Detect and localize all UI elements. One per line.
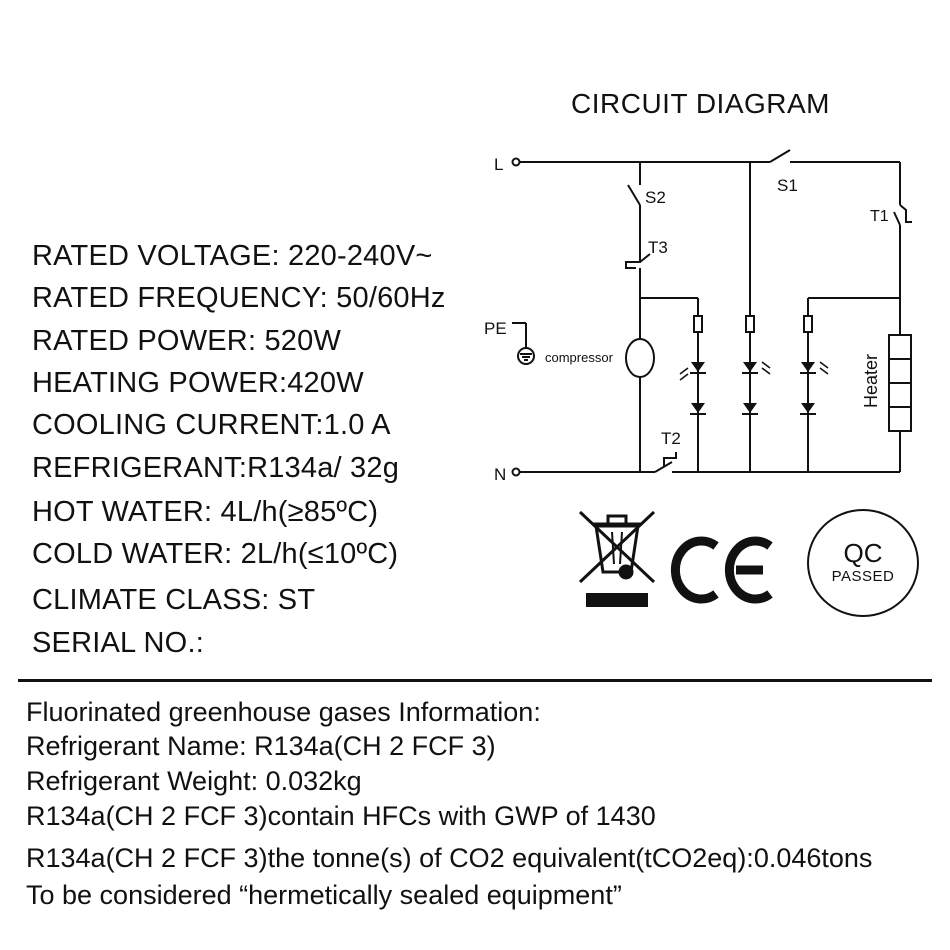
spec-rated-voltage: RATED VOLTAGE: 220-240V~ [32, 240, 433, 272]
led-1-light-arrow [679, 367, 689, 375]
led-3b-symbol [801, 403, 815, 413]
led-3a-symbol [801, 362, 815, 372]
t2-thermostat-symbol [663, 452, 677, 466]
circuit-diagram: L N PE S1 S2 T1 T2 T3 compressor Heater [484, 149, 912, 484]
t3-label: T3 [648, 238, 668, 257]
led-3-light-arrow [819, 361, 829, 369]
led-2b-symbol [743, 403, 757, 413]
t3-contact [639, 253, 651, 263]
led-1b-symbol [691, 403, 705, 413]
earth-label: PE [484, 319, 507, 338]
t2-label: T2 [661, 429, 681, 448]
crossed-out-wheelie-bin-icon [578, 510, 656, 607]
spec-refrigerant: REFRIGERANT:R134a/ 32g [32, 452, 400, 484]
spec-climate-class: CLIMATE CLASS: ST [32, 584, 316, 616]
spec-cooling-current: COOLING CURRENT:1.0 A [32, 409, 391, 441]
s1-label: S1 [777, 176, 798, 195]
spec-rated-frequency: RATED FREQUENCY: 50/60Hz [32, 282, 446, 314]
spec-hot-water: HOT WATER: 4L/h(≥85ºC) [32, 496, 379, 528]
qc-badge-status: PASSED [831, 568, 895, 585]
ce-mark-icon [670, 536, 773, 604]
section-divider [18, 679, 932, 682]
t1-label: T1 [870, 208, 889, 225]
neutral-terminal [511, 467, 521, 477]
s2-switch-blade [627, 184, 641, 206]
line-label: L [494, 155, 503, 174]
fgas-heading: Fluorinated greenhouse gases Information… [26, 697, 541, 727]
fgas-co2-equivalent: R134a(CH 2 FCF 3)the tonne(s) of CO2 equ… [26, 843, 873, 873]
qc-passed-badge: QC PASSED [807, 509, 919, 617]
spec-serial-no: SERIAL NO.: [32, 627, 204, 659]
spec-cold-water: COLD WATER: 2L/h(≤10ºC) [32, 538, 399, 570]
t3-thermostat-symbol [625, 245, 641, 269]
circuit-diagram-title: CIRCUIT DIAGRAM [571, 88, 830, 119]
led-2-light-arrow [761, 361, 771, 369]
led-2a-symbol [743, 362, 757, 372]
compressor-label: compressor [545, 350, 614, 365]
t1-contact [893, 211, 901, 226]
s2-label: S2 [645, 188, 666, 207]
neutral-label: N [494, 465, 506, 484]
t2-contact [654, 461, 673, 473]
led-1a-symbol [691, 362, 705, 372]
certification-marks [578, 510, 773, 607]
earth-symbol [517, 347, 535, 365]
s1-switch-blade [769, 149, 791, 163]
spec-heating-power: HEATING POWER:420W [32, 367, 364, 399]
fgas-sealed-note: To be considered “hermetically sealed eq… [26, 880, 622, 910]
line-terminal [511, 157, 521, 167]
heater-label: Heater [861, 354, 881, 408]
fgas-refrigerant-name: Refrigerant Name: R134a(CH 2 FCF 3) [26, 731, 496, 761]
fgas-refrigerant-weight: Refrigerant Weight: 0.032kg [26, 766, 362, 796]
qc-badge-title: QC [843, 538, 883, 568]
spec-rated-power: RATED POWER: 520W [32, 325, 342, 357]
fgas-gwp: R134a(CH 2 FCF 3)contain HFCs with GWP o… [26, 801, 656, 831]
t1-thermostat-symbol [899, 204, 912, 223]
